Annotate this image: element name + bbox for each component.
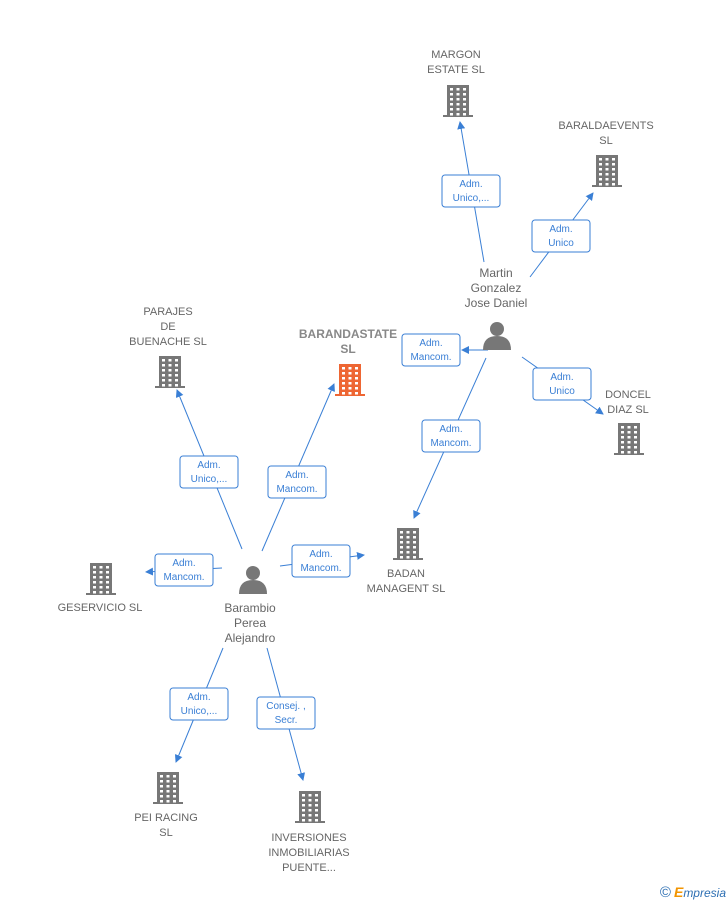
edge-label-text: Adm. bbox=[459, 179, 482, 190]
edge-label-text: Unico,... bbox=[181, 706, 218, 717]
node-label: DE bbox=[160, 321, 175, 333]
node-badan[interactable]: BADAN MANAGENT SL bbox=[367, 528, 446, 595]
edge-label-box bbox=[441, 174, 501, 208]
brand-initial: E bbox=[673, 884, 684, 900]
node-doncel[interactable]: DONCEL DIAZ SL bbox=[605, 389, 651, 455]
edge-label-martin-margon[interactable]: Adm. Unico,... bbox=[441, 174, 501, 208]
edge-label-text: Consej. , bbox=[266, 701, 305, 712]
edge-label-box bbox=[531, 219, 591, 253]
edge-label-text: Unico bbox=[549, 386, 575, 397]
node-label: BUENACHE SL bbox=[129, 336, 207, 348]
edge-label-barambio-badan[interactable]: Adm. Mancom. bbox=[291, 544, 351, 578]
node-label: SL bbox=[599, 135, 612, 147]
node-label: SL bbox=[159, 827, 172, 839]
building-icon bbox=[614, 423, 644, 455]
node-label: Martin bbox=[479, 266, 512, 280]
edge-label-box bbox=[532, 367, 592, 401]
edge-label-box bbox=[291, 544, 351, 578]
edge-label-barambio-peiracing[interactable]: Adm. Unico,... bbox=[169, 687, 229, 721]
edge-label-martin-baraldaevents[interactable]: Adm. Unico bbox=[531, 219, 591, 253]
node-label: PARAJES bbox=[143, 306, 192, 318]
node-label: BARANDASTATE bbox=[299, 327, 397, 341]
node-label: Barambio bbox=[224, 601, 276, 615]
edge-label-text: Adm. bbox=[549, 224, 572, 235]
building-icon bbox=[295, 791, 325, 823]
edge-label-box bbox=[401, 333, 461, 367]
building-icon bbox=[153, 772, 183, 804]
edge-label-text: Adm. bbox=[309, 549, 332, 560]
node-label: DIAZ SL bbox=[607, 404, 649, 416]
edge-label-box bbox=[267, 465, 327, 499]
node-peiracing[interactable]: PEI RACING SL bbox=[134, 772, 198, 839]
person-icon bbox=[239, 566, 267, 594]
node-geservicio[interactable]: GESERVICIO SL bbox=[58, 563, 143, 614]
building-icon bbox=[592, 155, 622, 187]
node-label: BADAN bbox=[387, 568, 425, 580]
node-label: MANAGENT SL bbox=[367, 583, 446, 595]
node-label: Gonzalez bbox=[471, 281, 522, 295]
edge-label-text: Mancom. bbox=[163, 572, 204, 583]
node-label: PEI RACING bbox=[134, 812, 198, 824]
edge-label-text: Unico,... bbox=[191, 474, 228, 485]
edge-label-martin-barandastate[interactable]: Adm. Mancom. bbox=[401, 333, 461, 367]
edge-label-barambio-inversiones[interactable]: Consej. , Secr. bbox=[256, 696, 316, 730]
building-icon bbox=[443, 85, 473, 117]
edge-label-box bbox=[179, 455, 239, 489]
node-label: ESTATE SL bbox=[427, 64, 485, 76]
node-label: INVERSIONES bbox=[271, 832, 346, 844]
edge-label-text: Unico,... bbox=[453, 193, 490, 204]
copyright-icon: © bbox=[659, 884, 671, 901]
edge-label-text: Adm. bbox=[285, 470, 308, 481]
brand-name: mpresia bbox=[683, 886, 726, 900]
edge-label-text: Adm. bbox=[439, 424, 462, 435]
node-label: DONCEL bbox=[605, 389, 651, 401]
node-inversiones[interactable]: INVERSIONES INMOBILIARIAS PUENTE... bbox=[268, 791, 350, 874]
node-baraldaevents[interactable]: BARALDAEVENTS SL bbox=[558, 120, 654, 187]
edge-label-martin-badan[interactable]: Adm. Mancom. bbox=[421, 419, 481, 453]
node-margon[interactable]: MARGON ESTATE SL bbox=[427, 49, 485, 117]
edge-label-text: Mancom. bbox=[300, 563, 341, 574]
edge-label-barambio-barandastate[interactable]: Adm. Mancom. bbox=[267, 465, 327, 499]
edge-label-barambio-parajes[interactable]: Adm. Unico,... bbox=[179, 455, 239, 489]
empresia-logo[interactable]: ©Empresia bbox=[660, 884, 726, 901]
person-icon bbox=[483, 322, 511, 350]
node-label: PUENTE... bbox=[282, 862, 336, 874]
node-label: MARGON bbox=[431, 49, 481, 61]
node-label: GESERVICIO SL bbox=[58, 602, 143, 614]
edge-label-text: Adm. bbox=[197, 460, 220, 471]
edge-label-text: Secr. bbox=[275, 715, 298, 726]
node-label: Jose Daniel bbox=[465, 296, 528, 310]
node-label: Perea bbox=[234, 616, 266, 630]
edge-label-text: Mancom. bbox=[410, 352, 451, 363]
building-icon bbox=[335, 364, 365, 396]
building-icon bbox=[393, 528, 423, 560]
building-icon bbox=[86, 563, 116, 595]
edge-label-text: Adm. bbox=[187, 692, 210, 703]
edge-label-barambio-geservicio[interactable]: Adm. Mancom. bbox=[154, 553, 214, 587]
node-parajes[interactable]: PARAJES DE BUENACHE SL bbox=[129, 306, 207, 388]
edge-label-box bbox=[256, 696, 316, 730]
edge-label-text: Adm. bbox=[550, 372, 573, 383]
edge-label-text: Mancom. bbox=[430, 438, 471, 449]
edge-label-martin-doncel[interactable]: Adm. Unico bbox=[532, 367, 592, 401]
node-label: BARALDAEVENTS bbox=[558, 120, 653, 132]
edge-label-box bbox=[154, 553, 214, 587]
edge-label-text: Unico bbox=[548, 238, 574, 249]
edge-label-box bbox=[421, 419, 481, 453]
edge-label-box bbox=[169, 687, 229, 721]
building-icon bbox=[155, 356, 185, 388]
node-label: SL bbox=[340, 342, 355, 356]
edge-label-text: Adm. bbox=[172, 558, 195, 569]
edge-label-text: Adm. bbox=[419, 338, 442, 349]
node-label: Alejandro bbox=[225, 631, 276, 645]
node-label: INMOBILIARIAS bbox=[268, 847, 349, 859]
edge-label-text: Mancom. bbox=[276, 484, 317, 495]
